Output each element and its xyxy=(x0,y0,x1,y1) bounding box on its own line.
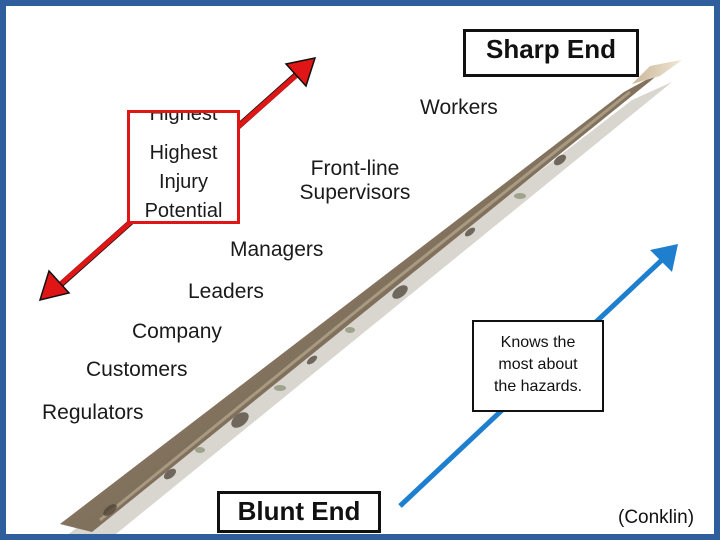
blunt-end-label: Blunt End xyxy=(217,491,381,533)
injury-line-3: Potential xyxy=(130,197,237,224)
injury-box-ghost-text: Highest xyxy=(130,110,237,129)
workers-label: Workers xyxy=(420,96,498,120)
injury-box-text: Highest Injury Potential xyxy=(130,139,237,224)
blunt-end-text: Blunt End xyxy=(238,496,361,526)
knows-hazards-box: Knows the most about the hazards. xyxy=(472,320,604,412)
knows-line-1: Knows the xyxy=(474,332,602,354)
knows-line-2: most about xyxy=(474,354,602,376)
managers-label: Managers xyxy=(230,238,323,262)
injury-line-1: Highest xyxy=(130,139,237,168)
knows-line-3: the hazards. xyxy=(474,376,602,398)
company-label: Company xyxy=(132,320,222,344)
stick-sharpened-tip xyxy=(632,60,682,84)
sharp-end-text: Sharp End xyxy=(486,34,616,64)
highest-injury-potential-box: Highest Highest Injury Potential xyxy=(127,110,240,224)
regulators-label: Regulators xyxy=(42,401,144,425)
front-line-supervisors-label: Front-line Supervisors xyxy=(292,157,418,205)
customers-label: Customers xyxy=(86,358,188,382)
knows-hazards-text: Knows the most about the hazards. xyxy=(474,332,602,398)
front-line-line-1: Front-line xyxy=(292,157,418,181)
injury-line-2: Injury xyxy=(130,168,237,197)
leaders-label: Leaders xyxy=(188,280,264,304)
credit-text: (Conklin) xyxy=(618,507,694,529)
sharp-end-label: Sharp End xyxy=(463,29,639,77)
front-line-line-2: Supervisors xyxy=(292,181,418,205)
